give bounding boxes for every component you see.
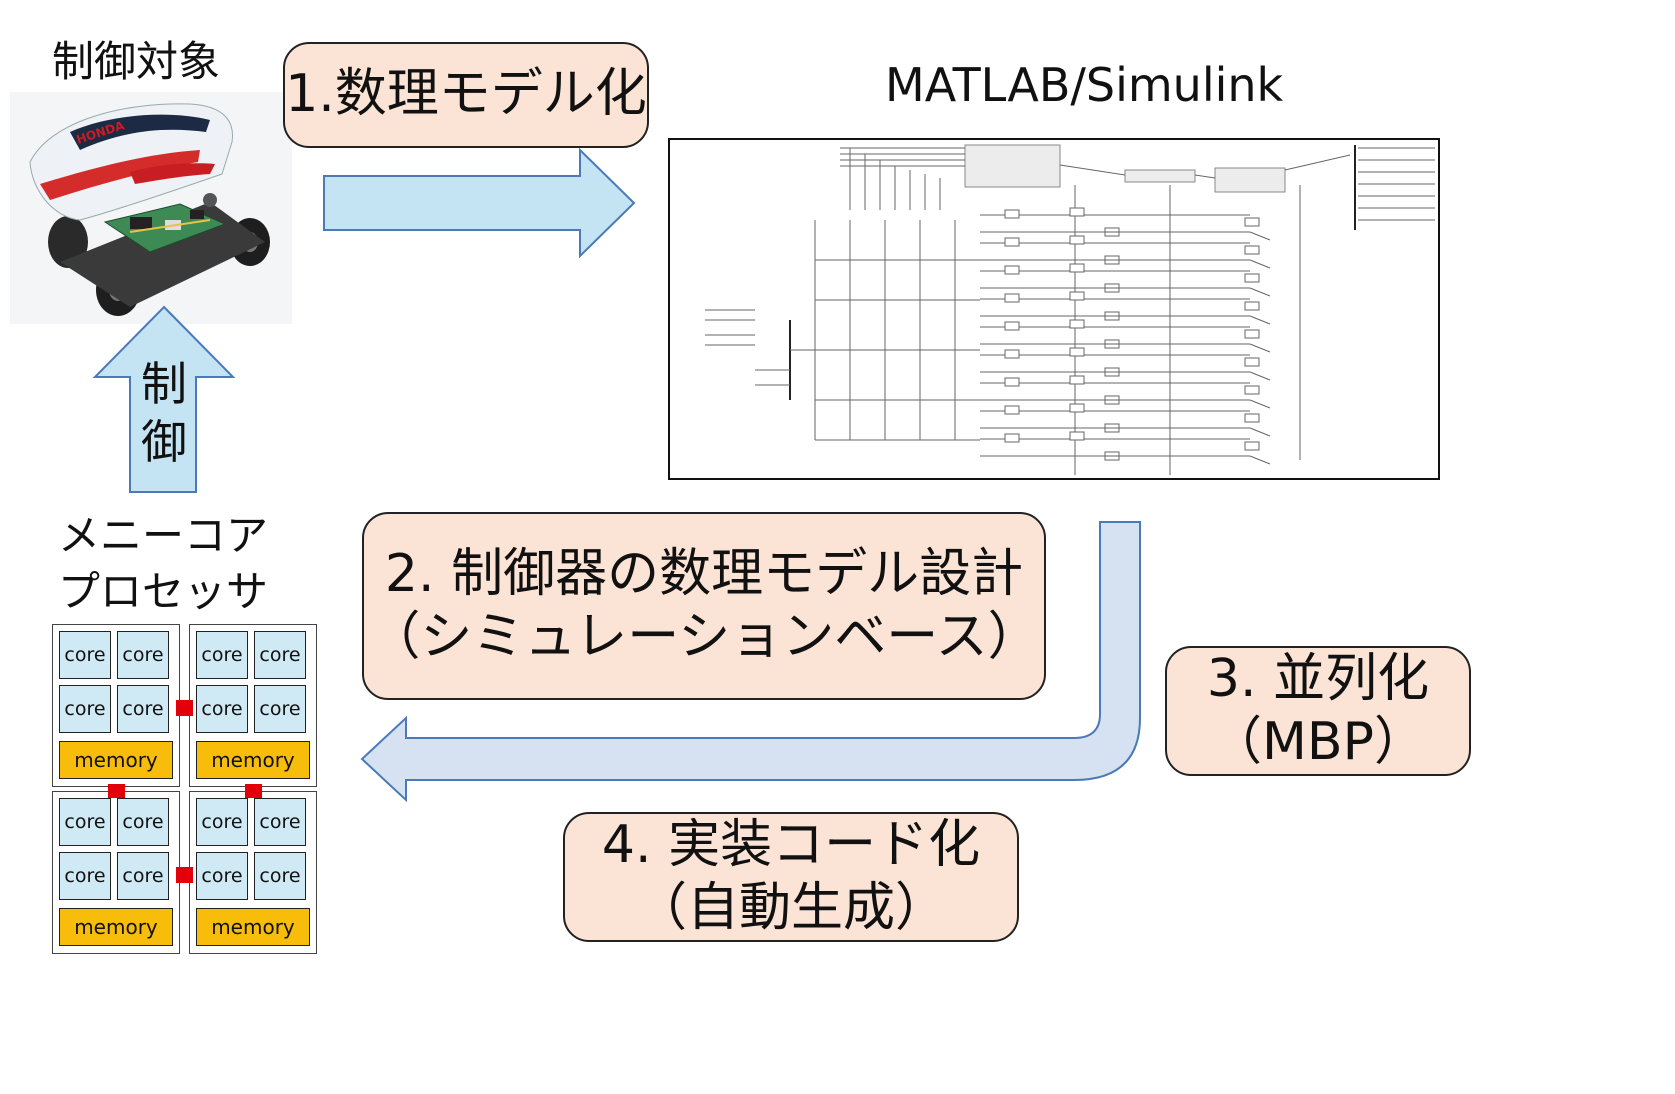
core-block: core [59,852,111,900]
return-arrow [360,521,1141,803]
core-block: core [254,852,306,900]
step-design-line-2: （シミュレーションベース） [368,607,1040,667]
core-block: core [117,798,169,846]
processor-label-line-1: メニーコア [58,511,269,560]
simulink-block-diagram [705,144,1435,475]
control-arrow [92,305,236,493]
core-block: core [59,798,111,846]
simulink-model-view [668,138,1440,480]
memory-block: memory [59,741,173,779]
memory-block: memory [196,908,310,946]
step-codegen-line-1: 4. 実装コード化 [601,814,981,875]
processor-cluster: core core core core memory [52,624,180,787]
simulink-title: MATLAB/Simulink [885,58,1284,112]
core-block: core [254,798,306,846]
modeling-arrow [323,148,636,258]
rc-car-image: HONDA [10,92,292,324]
core-block: core [59,631,111,679]
core-block: core [196,685,248,733]
step-parallel-line-2: （MBP） [1210,712,1426,772]
memory-block: memory [196,741,310,779]
processor-cluster: core core core core memory [52,791,180,954]
processor-label: メニーコア プロセッサ [58,508,268,620]
interconnect-link [176,867,193,883]
processor-cluster: core core core core memory [189,624,317,787]
memory-block: memory [59,908,173,946]
core-block: core [117,685,169,733]
step-codegen-box: 4. 実装コード化 （自動生成） [563,812,1019,942]
step-codegen-line-2: （自動生成） [634,878,947,938]
core-block: core [59,685,111,733]
step-parallel-box: 3. 並列化 （MBP） [1165,646,1471,776]
core-block: core [254,685,306,733]
interconnect-link [108,784,125,798]
processor-cluster: core core core core memory [189,791,317,954]
core-block: core [196,798,248,846]
step-modeling-label: 1.数理モデル化 [285,64,647,125]
step-design-line-1: 2. 制御器の数理モデル設計 [384,543,1024,604]
step-design-box: 2. 制御器の数理モデル設計 （シミュレーションベース） [362,512,1046,700]
step-parallel-line-1: 3. 並列化 [1206,648,1430,709]
core-block: core [117,852,169,900]
core-block: core [117,631,169,679]
core-block: core [254,631,306,679]
step-modeling-box: 1.数理モデル化 [283,42,649,148]
interconnect-link [176,700,193,716]
core-block: core [196,852,248,900]
control-arrow-label: 制御 [141,357,187,469]
core-block: core [196,631,248,679]
interconnect-link [245,784,262,798]
processor-label-line-2: プロセッサ [58,567,269,616]
plant-label: 制御対象 [52,37,221,86]
